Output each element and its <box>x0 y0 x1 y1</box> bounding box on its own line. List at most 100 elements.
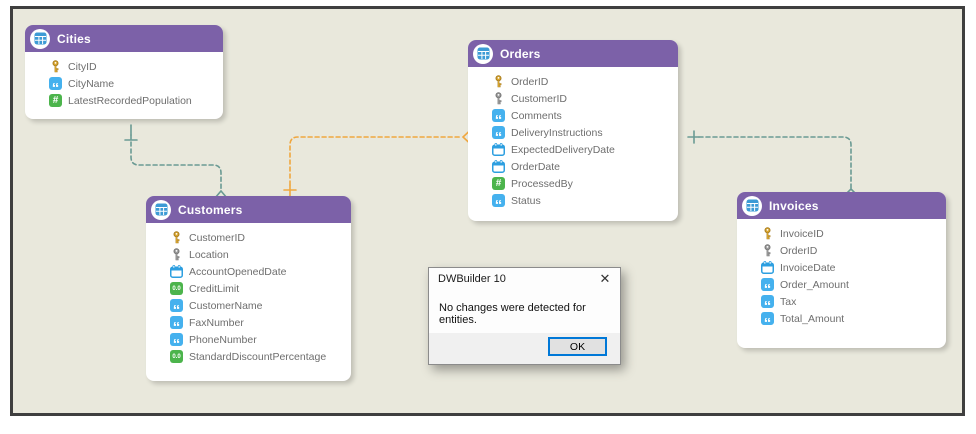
table-icon <box>30 28 50 49</box>
field-label: LatestRecordedPopulation <box>68 94 192 107</box>
field-label: Order_Amount <box>780 278 849 291</box>
field-label: Total_Amount <box>780 312 845 325</box>
decimal-type-icon: 0.0 <box>170 282 183 295</box>
table-icon <box>742 195 762 216</box>
dialog-footer: OK <box>429 333 620 364</box>
text-type-icon: “ <box>492 126 505 139</box>
field-label: CustomerID <box>189 231 246 244</box>
field-row-orderdate[interactable]: OrderDate <box>492 158 670 175</box>
field-row-location[interactable]: Location <box>170 246 343 263</box>
dialog-title: DWBuilder 10 <box>438 273 506 285</box>
date-type-icon <box>170 265 183 278</box>
foreign-key-icon <box>170 248 183 261</box>
field-label: OrderID <box>511 75 549 88</box>
date-type-icon <box>492 160 505 173</box>
ok-button[interactable]: OK <box>548 337 607 356</box>
field-row-customerid[interactable]: CustomerID <box>170 229 343 246</box>
entity-field-list: CityID “CityName # LatestRecordedPopulation <box>25 52 223 115</box>
date-type-icon <box>492 143 505 156</box>
field-row-invoicedate[interactable]: InvoiceDate <box>761 259 938 276</box>
field-label: Location <box>189 248 229 261</box>
connector-orders-invoices[interactable] <box>687 130 859 197</box>
field-label: InvoiceDate <box>780 261 836 274</box>
field-row-faxnumber[interactable]: “FaxNumber <box>170 314 343 331</box>
primary-key-icon <box>49 60 62 73</box>
entity-orders[interactable]: Orders OrderID CustomerID “ Comments “ Deliv… <box>468 40 678 221</box>
open-arrow-marker <box>461 129 471 145</box>
field-row-status[interactable]: “ Status <box>492 192 670 209</box>
entity-header[interactable]: Cities <box>25 25 223 52</box>
field-label: OrderID <box>780 244 818 257</box>
primary-key-icon <box>492 75 505 88</box>
open-arrow-marker <box>214 189 228 199</box>
field-row-expecteddeliverydate[interactable]: ExpectedDeliveryDate <box>492 141 670 158</box>
field-row-orderid[interactable]: OrderID <box>761 242 938 259</box>
field-row-processedby[interactable]: # ProcessedBy <box>492 175 670 192</box>
entity-title: Cities <box>57 31 91 46</box>
decimal-type-icon: 0.0 <box>170 350 183 363</box>
field-label: StandardDiscountPercentage <box>189 350 327 363</box>
field-row-accountopeneddate[interactable]: AccountOpenedDate <box>170 263 343 280</box>
field-row-latestrecordedpopulation[interactable]: # LatestRecordedPopulation <box>49 92 215 109</box>
date-type-icon <box>761 261 774 274</box>
field-row-customername[interactable]: “CustomerName <box>170 297 343 314</box>
field-row-comments[interactable]: “ Comments <box>492 107 670 124</box>
entity-title: Invoices <box>769 198 819 213</box>
field-row-orderid[interactable]: OrderID <box>492 73 670 90</box>
field-label: Comments <box>511 109 562 122</box>
field-label: Status <box>511 194 541 207</box>
diagram-canvas[interactable]: Cities CityID “CityName # LatestRecordedPop… <box>10 6 965 416</box>
field-row-deliveryinstructions[interactable]: “ DeliveryInstructions <box>492 124 670 141</box>
entity-customers[interactable]: Customers CustomerID Location AccountOpe… <box>146 196 351 381</box>
field-label: ExpectedDeliveryDate <box>511 143 615 156</box>
dialog-titlebar[interactable]: DWBuilder 10 ✕ <box>429 268 620 290</box>
field-label: PhoneNumber <box>189 333 257 346</box>
text-type-icon: “ <box>761 278 774 291</box>
number-type-icon: # <box>49 94 62 107</box>
field-row-phonenumber[interactable]: “ PhoneNumber <box>170 331 343 348</box>
field-label: CityID <box>68 60 97 73</box>
text-type-icon: “ <box>492 194 505 207</box>
field-row-total_amount[interactable]: “ Total_Amount <box>761 310 938 327</box>
entity-cities[interactable]: Cities CityID “CityName # LatestRecordedPop… <box>25 25 223 119</box>
field-label: AccountOpenedDate <box>189 265 287 278</box>
field-label: InvoiceID <box>780 227 824 240</box>
dialog-message: No changes were detected for entities. <box>439 302 586 326</box>
entity-header[interactable]: Customers <box>146 196 351 223</box>
entity-header[interactable]: Invoices <box>737 192 946 219</box>
field-label: DeliveryInstructions <box>511 126 603 139</box>
text-type-icon: “ <box>170 316 183 329</box>
text-type-icon: “ <box>761 295 774 308</box>
field-row-cityid[interactable]: CityID <box>49 58 215 75</box>
field-row-invoiceid[interactable]: InvoiceID <box>761 225 938 242</box>
text-type-icon: “ <box>170 333 183 346</box>
field-row-tax[interactable]: “Tax <box>761 293 938 310</box>
entity-field-list: CustomerID Location AccountOpenedDate 0.0… <box>146 223 351 371</box>
table-icon <box>473 43 493 64</box>
primary-key-icon <box>761 227 774 240</box>
field-row-standarddiscountpercentage[interactable]: 0.0 StandardDiscountPercentage <box>170 348 343 365</box>
close-icon[interactable]: ✕ <box>599 271 611 286</box>
field-label: CustomerID <box>511 92 568 105</box>
text-type-icon: “ <box>492 109 505 122</box>
foreign-key-icon <box>761 244 774 257</box>
connector-cities-customers[interactable] <box>124 124 228 199</box>
entity-invoices[interactable]: Invoices InvoiceID OrderID InvoiceDate “ O… <box>737 192 946 348</box>
message-dialog: DWBuilder 10 ✕ No changes were detected … <box>428 267 621 365</box>
field-label: OrderDate <box>511 160 561 173</box>
table-icon <box>151 199 171 220</box>
text-type-icon: “ <box>761 312 774 325</box>
field-row-customerid[interactable]: CustomerID <box>492 90 670 107</box>
foreign-key-icon <box>492 92 505 105</box>
text-type-icon: “ <box>49 77 62 90</box>
field-row-cityname[interactable]: “CityName <box>49 75 215 92</box>
number-type-icon: # <box>492 177 505 190</box>
field-label: CustomerName <box>189 299 263 312</box>
field-label: ProcessedBy <box>511 177 573 190</box>
entity-header[interactable]: Orders <box>468 40 678 67</box>
primary-key-icon <box>170 231 183 244</box>
connector-customers-orders[interactable] <box>283 129 478 203</box>
entity-title: Orders <box>500 46 541 61</box>
field-row-order_amount[interactable]: “ Order_Amount <box>761 276 938 293</box>
